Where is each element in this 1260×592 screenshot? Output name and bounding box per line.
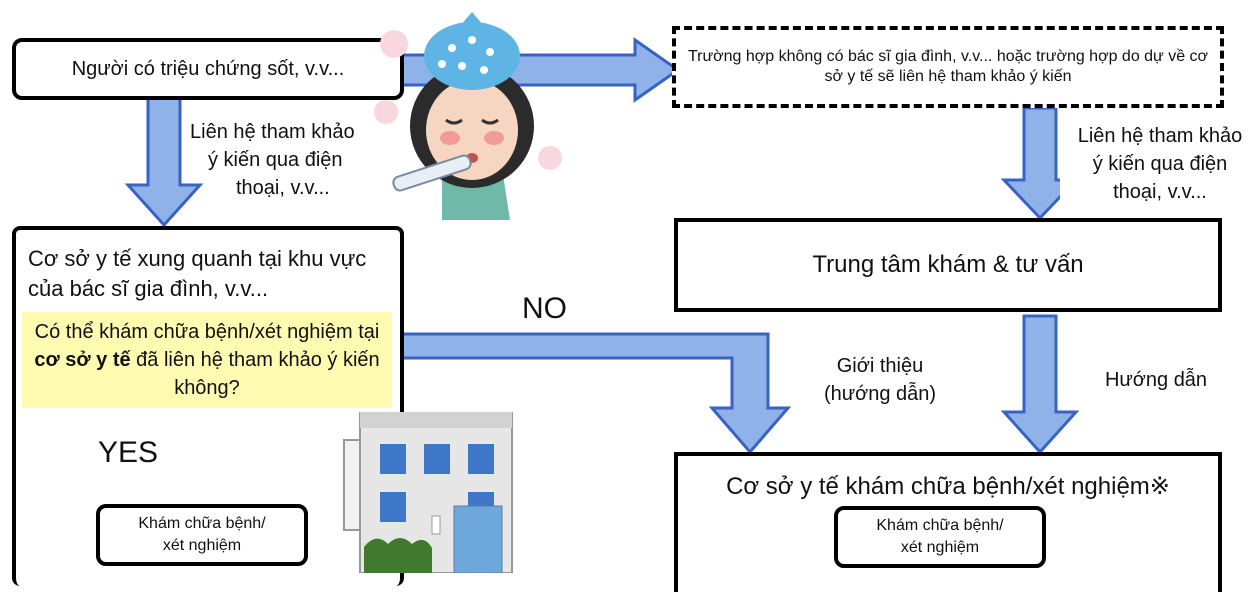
no-family-doctor-box: Trường hợp không có bác sĩ gia đình, v.v… bbox=[672, 26, 1224, 108]
exam-left-line2: xét nghiệm bbox=[162, 537, 242, 554]
exam-right-line2: xét nghiệm bbox=[900, 539, 980, 556]
consult-center-text: Trung tâm khám & tư vấn bbox=[812, 251, 1084, 278]
phone-left-line1: Liên hệ tham khảo bbox=[190, 121, 355, 143]
phone-label-right: Liên hệ tham khảo ý kiến qua điện thoại,… bbox=[1060, 122, 1260, 206]
local-facility-text: Cơ sở y tế xung quanh tại khu vực của bá… bbox=[28, 246, 367, 301]
exam-right-line1: Khám chữa bệnh/ bbox=[876, 517, 1004, 534]
phone-right-line3: thoại, v.v... bbox=[1113, 181, 1207, 203]
arrow-down-right bbox=[1000, 106, 1080, 221]
arrow-down-left bbox=[124, 96, 204, 228]
referral-line1: Giới thiệu bbox=[836, 355, 924, 377]
question-text-after: đã liên hệ tham khảo ý kiến không? bbox=[130, 349, 380, 399]
question-box: Có thể khám chữa bệnh/xét nghiệm tại cơ … bbox=[22, 312, 392, 408]
arrow-no bbox=[400, 332, 792, 455]
referral-label: Giới thiệu (hướng dẫn) bbox=[790, 352, 970, 408]
exam-box-right: Khám chữa bệnh/ xét nghiệm bbox=[834, 506, 1046, 568]
exam-box-left: Khám chữa bệnh/ xét nghiệm bbox=[96, 504, 308, 566]
exam-facility-text: Cơ sở y tế khám chữa bệnh/xét nghiệm※ bbox=[726, 473, 1170, 500]
sick-person-illustration bbox=[374, 12, 562, 220]
phone-label-left: Liên hệ tham khảo ý kiến qua điện thoại,… bbox=[180, 118, 380, 202]
no-label: NO bbox=[522, 292, 567, 325]
referral-line2: (hướng dẫn) bbox=[823, 383, 937, 405]
yes-label: YES bbox=[98, 436, 159, 469]
question-text-before: Có thể khám chữa bệnh/xét nghiệm tại bbox=[34, 321, 380, 343]
no-family-doctor-text: Trường hợp không có bác sĩ gia đình, v.v… bbox=[687, 48, 1209, 85]
phone-left-line3: thoại, v.v... bbox=[236, 177, 330, 199]
phone-right-line2: ý kiến qua điện bbox=[1092, 153, 1228, 175]
question-text-bold: cơ sở y tế bbox=[34, 349, 131, 371]
phone-right-line1: Liên hệ tham khảo bbox=[1077, 125, 1243, 147]
question-text: Có thể khám chữa bệnh/xét nghiệm tại cơ … bbox=[22, 318, 392, 402]
exam-left-line1: Khám chữa bệnh/ bbox=[138, 515, 266, 532]
start-text: Người có triệu chứng sốt, v.v... bbox=[71, 57, 345, 80]
consult-center-box: Trung tâm khám & tư vấn bbox=[674, 218, 1222, 312]
phone-left-line2: ý kiến qua điện bbox=[208, 149, 343, 171]
start-box: Người có triệu chứng sốt, v.v... bbox=[12, 38, 404, 100]
hospital-building-illustration bbox=[343, 412, 513, 573]
arrow-guidance bbox=[1000, 314, 1080, 455]
guidance-label: Hướng dẫn bbox=[1104, 369, 1208, 391]
